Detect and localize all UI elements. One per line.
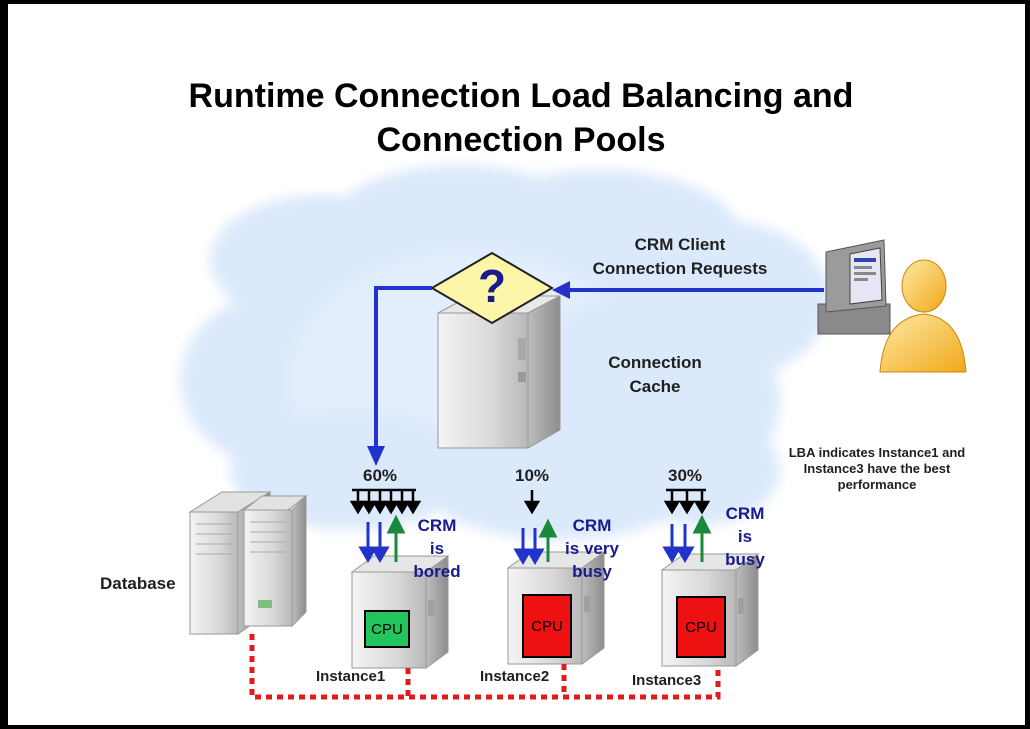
slide-title: Runtime Connection Load Balancing and Co…	[100, 74, 942, 162]
instance3-status-line-3: busy	[725, 550, 765, 569]
instance1-cpu-label: CPU	[371, 620, 403, 638]
instance3-name: Instance3	[632, 672, 702, 689]
instance3-load-arrows	[663, 488, 711, 515]
instance2-response-arrow	[538, 518, 558, 562]
connection-cache-label: Connection Cache	[590, 351, 720, 399]
instance1-status: CRM is bored	[404, 514, 470, 583]
instance1-name: Instance1	[316, 668, 386, 685]
lba-note-line-1: LBA indicates Instance1 and	[788, 445, 966, 460]
instance2-status-line-2: is very	[565, 539, 619, 558]
instance2-request-arrows	[513, 528, 545, 565]
instance3-status-line-1: CRM	[725, 504, 765, 523]
title-line-1: Runtime Connection Load Balancing and	[188, 77, 854, 115]
instance2-name: Instance2	[480, 668, 550, 685]
instance1-percent: 60%	[363, 466, 398, 485]
instance2-cpu-box: CPU	[522, 594, 572, 658]
routing-arrowhead	[367, 446, 385, 466]
instance3-response-arrow	[692, 514, 712, 562]
connection-requests-line: Connection Requests	[592, 259, 768, 278]
interconnect-dotted-line	[249, 634, 721, 700]
instance2-status-line-1: CRM	[572, 516, 612, 535]
instance1-request-arrows	[358, 522, 390, 563]
instance3-cpu-box: CPU	[676, 596, 726, 658]
instance3-cpu-label: CPU	[685, 618, 717, 636]
instance2-load-arrows	[523, 490, 541, 515]
instance2-status-line-3: busy	[572, 562, 612, 581]
instance1-status-line-3: bored	[413, 562, 461, 581]
instance1-server-icon	[350, 555, 450, 669]
client-request-arrowhead	[552, 281, 570, 299]
database-label: Database	[100, 574, 176, 593]
instance3-status: CRM is busy	[712, 502, 778, 571]
database-server-icon	[188, 491, 308, 635]
instance2-cpu-label: CPU	[531, 617, 563, 635]
lba-note: LBA indicates Instance1 and Instance3 ha…	[764, 445, 990, 493]
instance1-cpu-box: CPU	[364, 610, 410, 648]
crm-client-label: CRM Client Connection Requests	[560, 233, 800, 281]
client-user-icon	[879, 259, 967, 373]
instance2-status: CRM is very busy	[552, 514, 632, 583]
crm-client-line: CRM Client	[634, 235, 726, 254]
lba-note-line-3: performance	[837, 477, 917, 492]
instance3-percent: 30%	[668, 466, 703, 485]
connection-line: Connection	[608, 353, 702, 372]
client-computer-icon	[817, 239, 891, 335]
routing-arrow	[374, 286, 432, 448]
instance1-load-arrows	[349, 488, 422, 515]
instance3-request-arrows	[662, 524, 695, 563]
instance3-status-line-2: is	[737, 527, 753, 546]
title-line-2: Connection Pools	[376, 121, 666, 159]
cache-line: Cache	[629, 377, 681, 396]
instance1-status-line-1: CRM	[417, 516, 457, 535]
load-balancer-decision-icon	[430, 251, 554, 325]
instance1-status-line-2: is	[429, 539, 445, 558]
question-mark-label: ?	[477, 260, 507, 312]
instance1-response-arrow	[386, 514, 406, 562]
lba-note-line-2: Instance3 have the best	[803, 461, 951, 476]
instance2-percent: 10%	[515, 466, 550, 485]
